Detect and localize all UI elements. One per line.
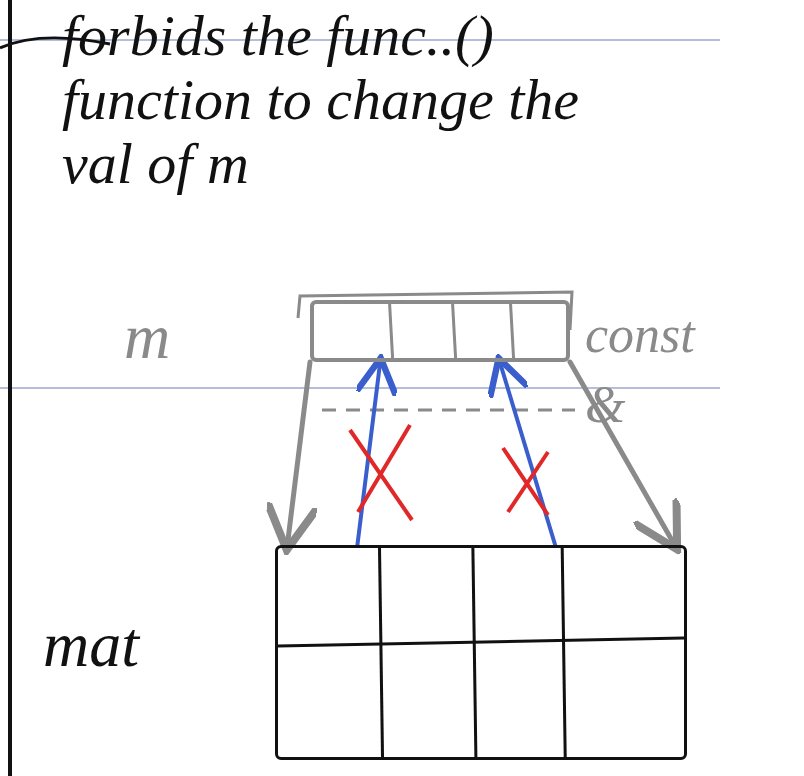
handwritten-note: forbids the func..() function to change … — [62, 4, 602, 196]
node-heading: m — [124, 300, 170, 374]
grid-lines — [278, 548, 684, 757]
dashed-line — [322, 409, 575, 412]
arrow-connector — [287, 362, 310, 545]
array-box: m — [310, 300, 570, 362]
matrix-table: mat — [275, 545, 687, 760]
arrow-connector — [357, 362, 380, 545]
const-ref-note: const & — [585, 300, 735, 440]
node-heading: mat — [43, 608, 139, 682]
margin-line — [8, 0, 12, 776]
red-cross — [503, 448, 548, 515]
red-cross — [350, 425, 412, 520]
arrow-connector — [500, 362, 555, 545]
grid-lines — [314, 304, 566, 358]
array-lid — [298, 292, 572, 330]
